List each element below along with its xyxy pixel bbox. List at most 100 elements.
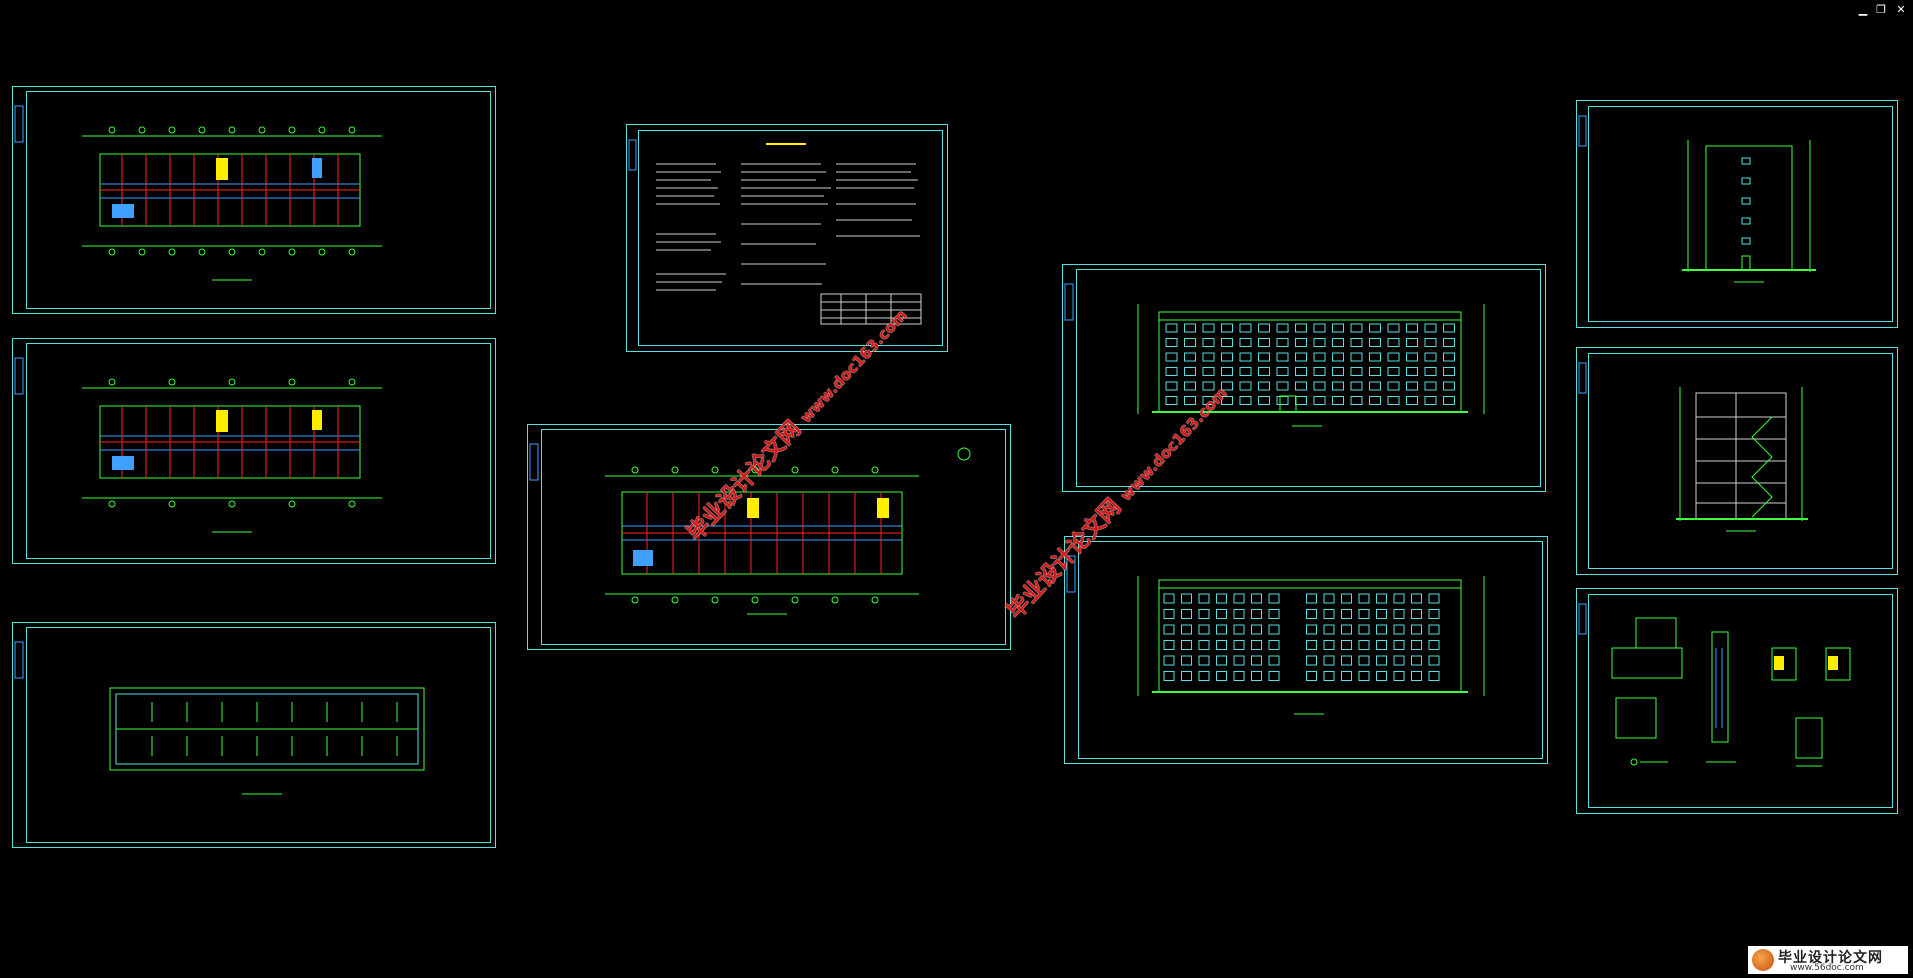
elevation-window xyxy=(1358,593,1370,604)
logo-globe-icon xyxy=(1752,949,1774,971)
elevation-window xyxy=(1424,323,1437,333)
elevation-window xyxy=(1216,671,1227,681)
elevation-window xyxy=(1332,367,1344,376)
restore-button[interactable]: ❐ xyxy=(1876,3,1886,16)
elevation-window xyxy=(1276,367,1289,376)
elevation-window xyxy=(1406,352,1418,362)
elevation-window xyxy=(1268,655,1280,666)
elevation-window xyxy=(1411,655,1422,666)
elevation-window xyxy=(1341,609,1352,619)
elevation-window xyxy=(1276,396,1289,405)
elevation-window xyxy=(1251,640,1262,650)
elevation-window xyxy=(1443,367,1455,376)
elevation-window xyxy=(1424,352,1437,362)
elevation-window xyxy=(1428,655,1440,666)
elevation-window xyxy=(1233,624,1245,635)
elevation-window xyxy=(1181,655,1192,666)
elevation-window xyxy=(1358,624,1370,635)
elevation-window xyxy=(1323,593,1335,604)
elevation-window xyxy=(1313,352,1326,362)
elevation-window xyxy=(1313,381,1326,391)
sheet-ground-floor-plan[interactable] xyxy=(527,424,1011,650)
close-button[interactable]: ✕ xyxy=(1896,3,1906,16)
elevation-window xyxy=(1411,671,1422,681)
elevation-window xyxy=(1163,671,1175,681)
elevation-window xyxy=(1376,640,1387,650)
sheet-design-notes[interactable] xyxy=(626,124,948,352)
elevation-window xyxy=(1313,396,1326,405)
elevation-window xyxy=(1202,352,1215,362)
elevation-window xyxy=(1323,640,1335,650)
elevation-window xyxy=(1184,338,1196,347)
elevation-window xyxy=(1198,655,1210,666)
elevation-window xyxy=(1233,671,1245,681)
elevation-window xyxy=(1239,352,1252,362)
elevation-window xyxy=(1443,381,1455,391)
elevation-window xyxy=(1358,671,1370,681)
elevation-window xyxy=(1163,593,1175,604)
elevation-window xyxy=(1350,323,1363,333)
sheet-side-elevation[interactable] xyxy=(1576,100,1898,328)
elevation-window xyxy=(1198,671,1210,681)
elevation-window xyxy=(1295,352,1307,362)
elevation-window xyxy=(1181,593,1192,604)
elevation-window xyxy=(1424,367,1437,376)
minimize-button[interactable]: ▁ xyxy=(1858,3,1868,16)
elevation-window xyxy=(1341,640,1352,650)
elevation-window xyxy=(1221,323,1233,333)
sheet-roof-plan[interactable] xyxy=(12,622,496,848)
sheet-floor-plan-2[interactable] xyxy=(12,338,496,564)
elevation-window xyxy=(1358,655,1370,666)
elevation-window xyxy=(1258,396,1270,405)
elevation-window xyxy=(1165,338,1178,347)
elevation-window xyxy=(1165,396,1178,405)
elevation-window xyxy=(1198,609,1210,619)
elevation-window xyxy=(1341,671,1352,681)
elevation-window xyxy=(1251,593,1262,604)
elevation-window xyxy=(1221,381,1233,391)
elevation-window xyxy=(1424,338,1437,347)
elevation-window xyxy=(1165,381,1178,391)
elevation-window xyxy=(1393,671,1405,681)
elevation-window xyxy=(1369,396,1381,405)
elevation-window xyxy=(1332,338,1344,347)
sheet-section[interactable] xyxy=(1576,347,1898,575)
elevation-window xyxy=(1239,396,1252,405)
elevation-window xyxy=(1376,671,1387,681)
elevation-window xyxy=(1428,609,1440,619)
elevation-window xyxy=(1221,396,1233,405)
elevation-window xyxy=(1369,352,1381,362)
sheet-details[interactable] xyxy=(1576,588,1898,814)
elevation-window xyxy=(1276,338,1289,347)
elevation-window xyxy=(1202,381,1215,391)
elevation-window xyxy=(1251,671,1262,681)
site-logo[interactable]: 毕业设计论文网 www.56doc.com xyxy=(1748,946,1908,974)
elevation-window xyxy=(1251,624,1262,635)
elevation-window xyxy=(1306,640,1317,650)
elevation-window xyxy=(1239,367,1252,376)
elevation-window xyxy=(1163,640,1175,650)
elevation-window xyxy=(1258,381,1270,391)
elevation-window xyxy=(1184,367,1196,376)
elevation-window xyxy=(1424,396,1437,405)
sheet-north-elevation[interactable] xyxy=(1064,536,1548,764)
elevation-window xyxy=(1350,352,1363,362)
elevation-window xyxy=(1184,381,1196,391)
elevation-window xyxy=(1181,671,1192,681)
sheet-floor-plan-1[interactable] xyxy=(12,86,496,314)
elevation-window xyxy=(1233,593,1245,604)
sheet-south-elevation[interactable] xyxy=(1062,264,1546,492)
elevation-window xyxy=(1406,367,1418,376)
elevation-window xyxy=(1411,640,1422,650)
elevation-window xyxy=(1443,396,1455,405)
elevation-window xyxy=(1276,352,1289,362)
elevation-window xyxy=(1387,367,1400,376)
logo-title: 毕业设计论文网 xyxy=(1778,950,1883,966)
elevation-window xyxy=(1221,367,1233,376)
elevation-window xyxy=(1369,338,1381,347)
elevation-window xyxy=(1443,352,1455,362)
elevation-window xyxy=(1341,624,1352,635)
elevation-window xyxy=(1306,671,1317,681)
elevation-window xyxy=(1233,655,1245,666)
elevation-window xyxy=(1202,367,1215,376)
